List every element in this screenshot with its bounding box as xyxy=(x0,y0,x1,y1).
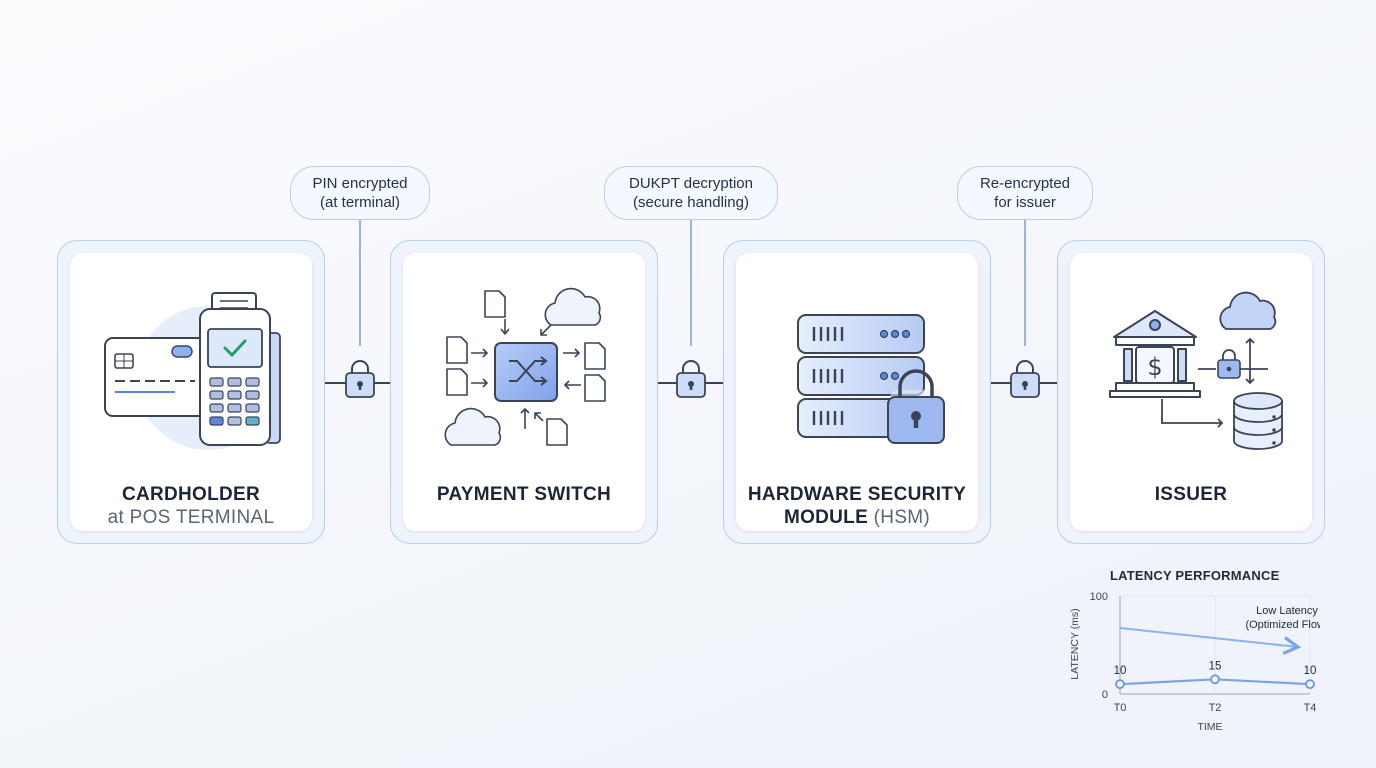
step-card-cardholder: CARDHOLDER at POS TERMINAL xyxy=(57,240,325,544)
annotation-line1: Low Latency xyxy=(1256,605,1318,617)
step-title-main-2: MODULE xyxy=(783,507,869,528)
y-axis-label: LATENCY (ms) xyxy=(1069,608,1081,679)
callout-line xyxy=(1024,220,1026,346)
step-title-main: HARDWARE SECURITY xyxy=(747,484,967,505)
chart-title: LATENCY PERFORMANCE xyxy=(1110,568,1280,583)
step-card-payment-switch: PAYMENT SWITCH xyxy=(390,240,658,544)
step-title: CARDHOLDER at POS TERMINAL xyxy=(70,483,312,529)
data-label: 10 xyxy=(1304,665,1317,677)
x-axis-label: TIME xyxy=(1197,721,1222,733)
bank-icon: $ xyxy=(1109,291,1283,450)
callout-line2: (at terminal) xyxy=(319,194,401,211)
data-point xyxy=(1210,674,1220,685)
step-title-main: PAYMENT SWITCH xyxy=(436,484,612,505)
y-tick-label: 0 xyxy=(1102,689,1108,701)
lock-icon xyxy=(1010,360,1040,398)
step-title-main: ISSUER xyxy=(1154,484,1228,505)
step-title: HARDWARE SECURITY MODULE (HSM) xyxy=(736,483,978,529)
callout-line1: PIN encrypted xyxy=(312,175,408,192)
step-card-hsm: HARDWARE SECURITY MODULE (HSM) xyxy=(723,240,991,544)
hsm-server-icon xyxy=(797,314,945,444)
step-title: PAYMENT SWITCH xyxy=(403,483,645,506)
y-tick-label: 100 xyxy=(1090,591,1108,603)
card-body: $ xyxy=(1070,253,1312,531)
chart-marks: 10 15 10 xyxy=(1114,660,1317,690)
lock-icon xyxy=(345,360,375,398)
x-tick-label: T0 xyxy=(1114,702,1127,714)
data-label: 10 xyxy=(1114,665,1127,677)
step-subtitle: (HSM) xyxy=(873,507,931,528)
step-title-main: CARDHOLDER xyxy=(121,484,261,505)
step-subtitle: at POS TERMINAL xyxy=(107,507,275,528)
callout-pin-encrypted: PIN encrypted (at terminal) xyxy=(290,166,430,220)
lock-icon xyxy=(676,360,706,398)
callout-dukpt-decryption: DUKPT decryption (secure handling) xyxy=(604,166,778,220)
pos-terminal-icon xyxy=(104,292,281,450)
data-point xyxy=(1305,679,1315,690)
callout-line2: for issuer xyxy=(994,194,1056,211)
annotation-line2: (Optimized Flow) xyxy=(1245,619,1320,631)
callout-re-encrypted: Re-encrypted for issuer xyxy=(957,166,1093,220)
card-body: HARDWARE SECURITY MODULE (HSM) xyxy=(736,253,978,531)
callout-line1: Re-encrypted xyxy=(979,175,1071,192)
card-body: PAYMENT SWITCH xyxy=(403,253,645,531)
callout-line xyxy=(359,220,361,346)
callout-line1: DUKPT decryption xyxy=(629,175,753,192)
callout-line xyxy=(690,220,692,346)
card-body: CARDHOLDER at POS TERMINAL xyxy=(70,253,312,531)
data-label: 15 xyxy=(1209,660,1222,672)
data-point xyxy=(1115,679,1125,690)
step-card-issuer: $ xyxy=(1057,240,1325,544)
annotation-arrow xyxy=(1119,627,1302,655)
step-title: ISSUER xyxy=(1070,483,1312,506)
x-tick-label: T2 xyxy=(1209,702,1222,714)
switch-icon xyxy=(444,287,606,446)
svg-text:$: $ xyxy=(1147,353,1162,381)
lock-icon xyxy=(887,369,945,444)
x-tick-label: T4 xyxy=(1304,702,1317,714)
callout-line2: (secure handling) xyxy=(633,194,749,211)
